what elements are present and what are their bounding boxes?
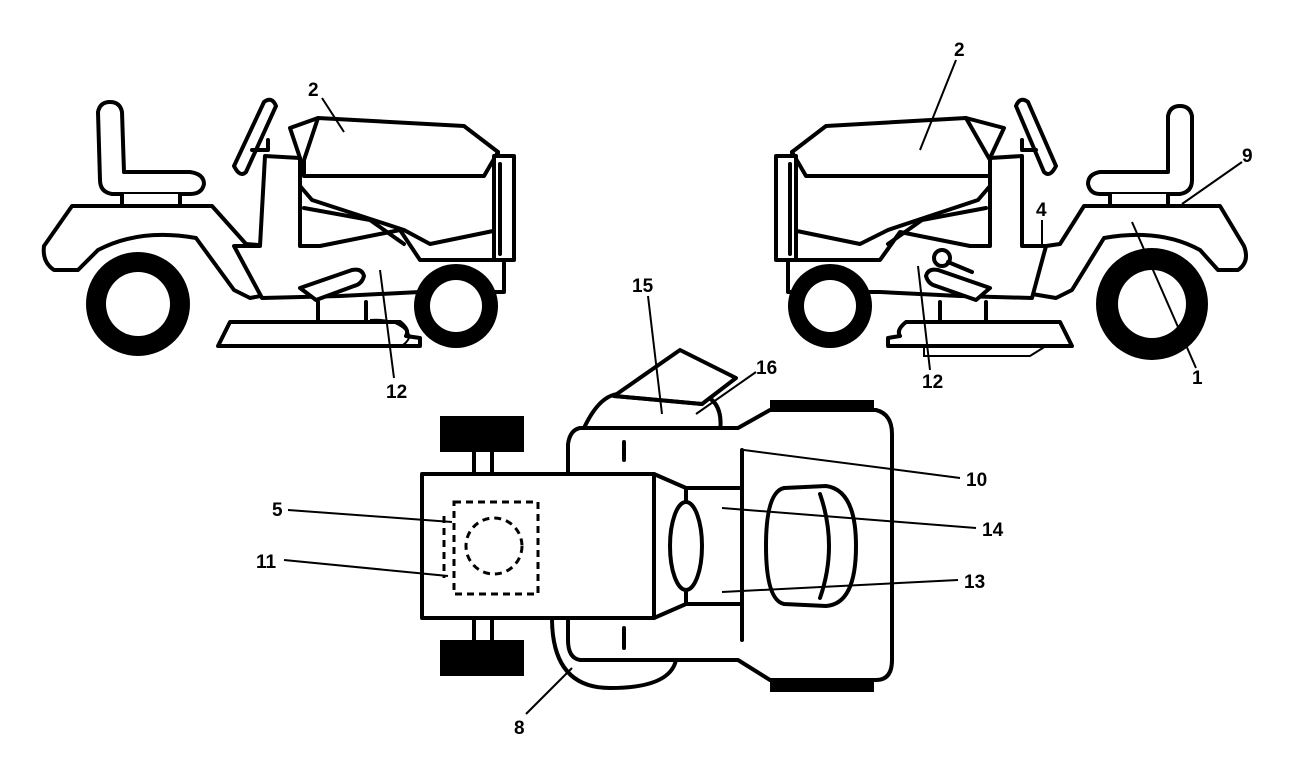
front-tire-top (440, 416, 524, 452)
callout-2-right: 2 (954, 40, 965, 61)
leader-12-right (917, 265, 931, 371)
leader-15 (647, 295, 663, 415)
callout-5: 5 (272, 500, 283, 521)
steering-wheel-left (232, 97, 278, 176)
leader-9 (1181, 161, 1243, 205)
body-frame-left (232, 154, 506, 300)
lift-lever-right (946, 260, 974, 274)
leader-16 (695, 371, 757, 415)
body-frame-right (786, 154, 1048, 300)
deck-hanger-right (938, 300, 988, 324)
hood-lower-line-right (886, 206, 988, 246)
hood-top (420, 472, 656, 620)
callout-4: 4 (1036, 200, 1047, 221)
callout-11: 11 (256, 552, 277, 573)
leader-10 (743, 449, 961, 479)
leader-13 (721, 579, 959, 593)
mower-deck-right (886, 320, 1074, 348)
tractor-top-view (420, 348, 894, 692)
callout-2-left: 2 (308, 80, 319, 101)
leader-8 (525, 667, 573, 715)
rear-hub-left (106, 272, 170, 336)
grille-right (774, 154, 798, 262)
engine-area-dashed (452, 500, 540, 596)
leader-5 (287, 509, 453, 523)
callout-14: 14 (982, 520, 1004, 541)
callout-15: 15 (632, 276, 654, 297)
callout-10: 10 (966, 470, 987, 491)
grille-left (492, 154, 516, 262)
steering-wheel-top (668, 500, 704, 592)
callout-12-right: 12 (922, 372, 943, 393)
hood-crease-right (790, 116, 992, 178)
rear-fender-right (1030, 204, 1248, 300)
steering-wheel-right (1014, 97, 1058, 176)
hood-right (790, 116, 1006, 246)
hood-crease-left (302, 116, 500, 178)
callout-9: 9 (1242, 146, 1253, 167)
pedal-right (924, 267, 992, 302)
leader-lines (283, 59, 1243, 715)
leader-2-left (321, 97, 345, 133)
leader-12-left (379, 269, 395, 379)
leader-11 (283, 559, 449, 577)
leader-14 (721, 507, 977, 529)
hood-lower-line-left (302, 206, 406, 246)
front-axle-bottom (472, 616, 494, 642)
steering-column-left (250, 138, 270, 152)
front-tire-bottom (440, 640, 524, 676)
tractor-left-side-view (41, 97, 516, 356)
front-hub-right (804, 280, 856, 332)
seat-back-right (1086, 104, 1194, 196)
pedal-left (298, 267, 366, 302)
callout-12-left: 12 (386, 382, 407, 403)
front-hub-left (430, 280, 482, 332)
engine-circle-dashed (464, 516, 524, 576)
front-axle-top (472, 450, 494, 476)
callout-16: 16 (756, 358, 777, 379)
tractor-right-side-view (774, 97, 1248, 360)
callout-labels: 2 2 9 4 1 12 12 15 16 10 14 13 5 11 8 (256, 40, 1253, 739)
discharge-chute-right (923, 345, 1047, 357)
seat-back-left (96, 100, 206, 196)
callout-8: 8 (514, 718, 525, 739)
hood-left (288, 116, 500, 246)
callout-1: 1 (1192, 368, 1203, 389)
leader-2-right (919, 59, 957, 151)
deck-hanger-left (316, 300, 368, 324)
chute-line-top (612, 394, 704, 406)
leader-1 (1131, 221, 1197, 369)
rear-hub-right (1118, 270, 1186, 338)
callout-13: 13 (964, 572, 985, 593)
steering-column-right (1020, 138, 1038, 152)
